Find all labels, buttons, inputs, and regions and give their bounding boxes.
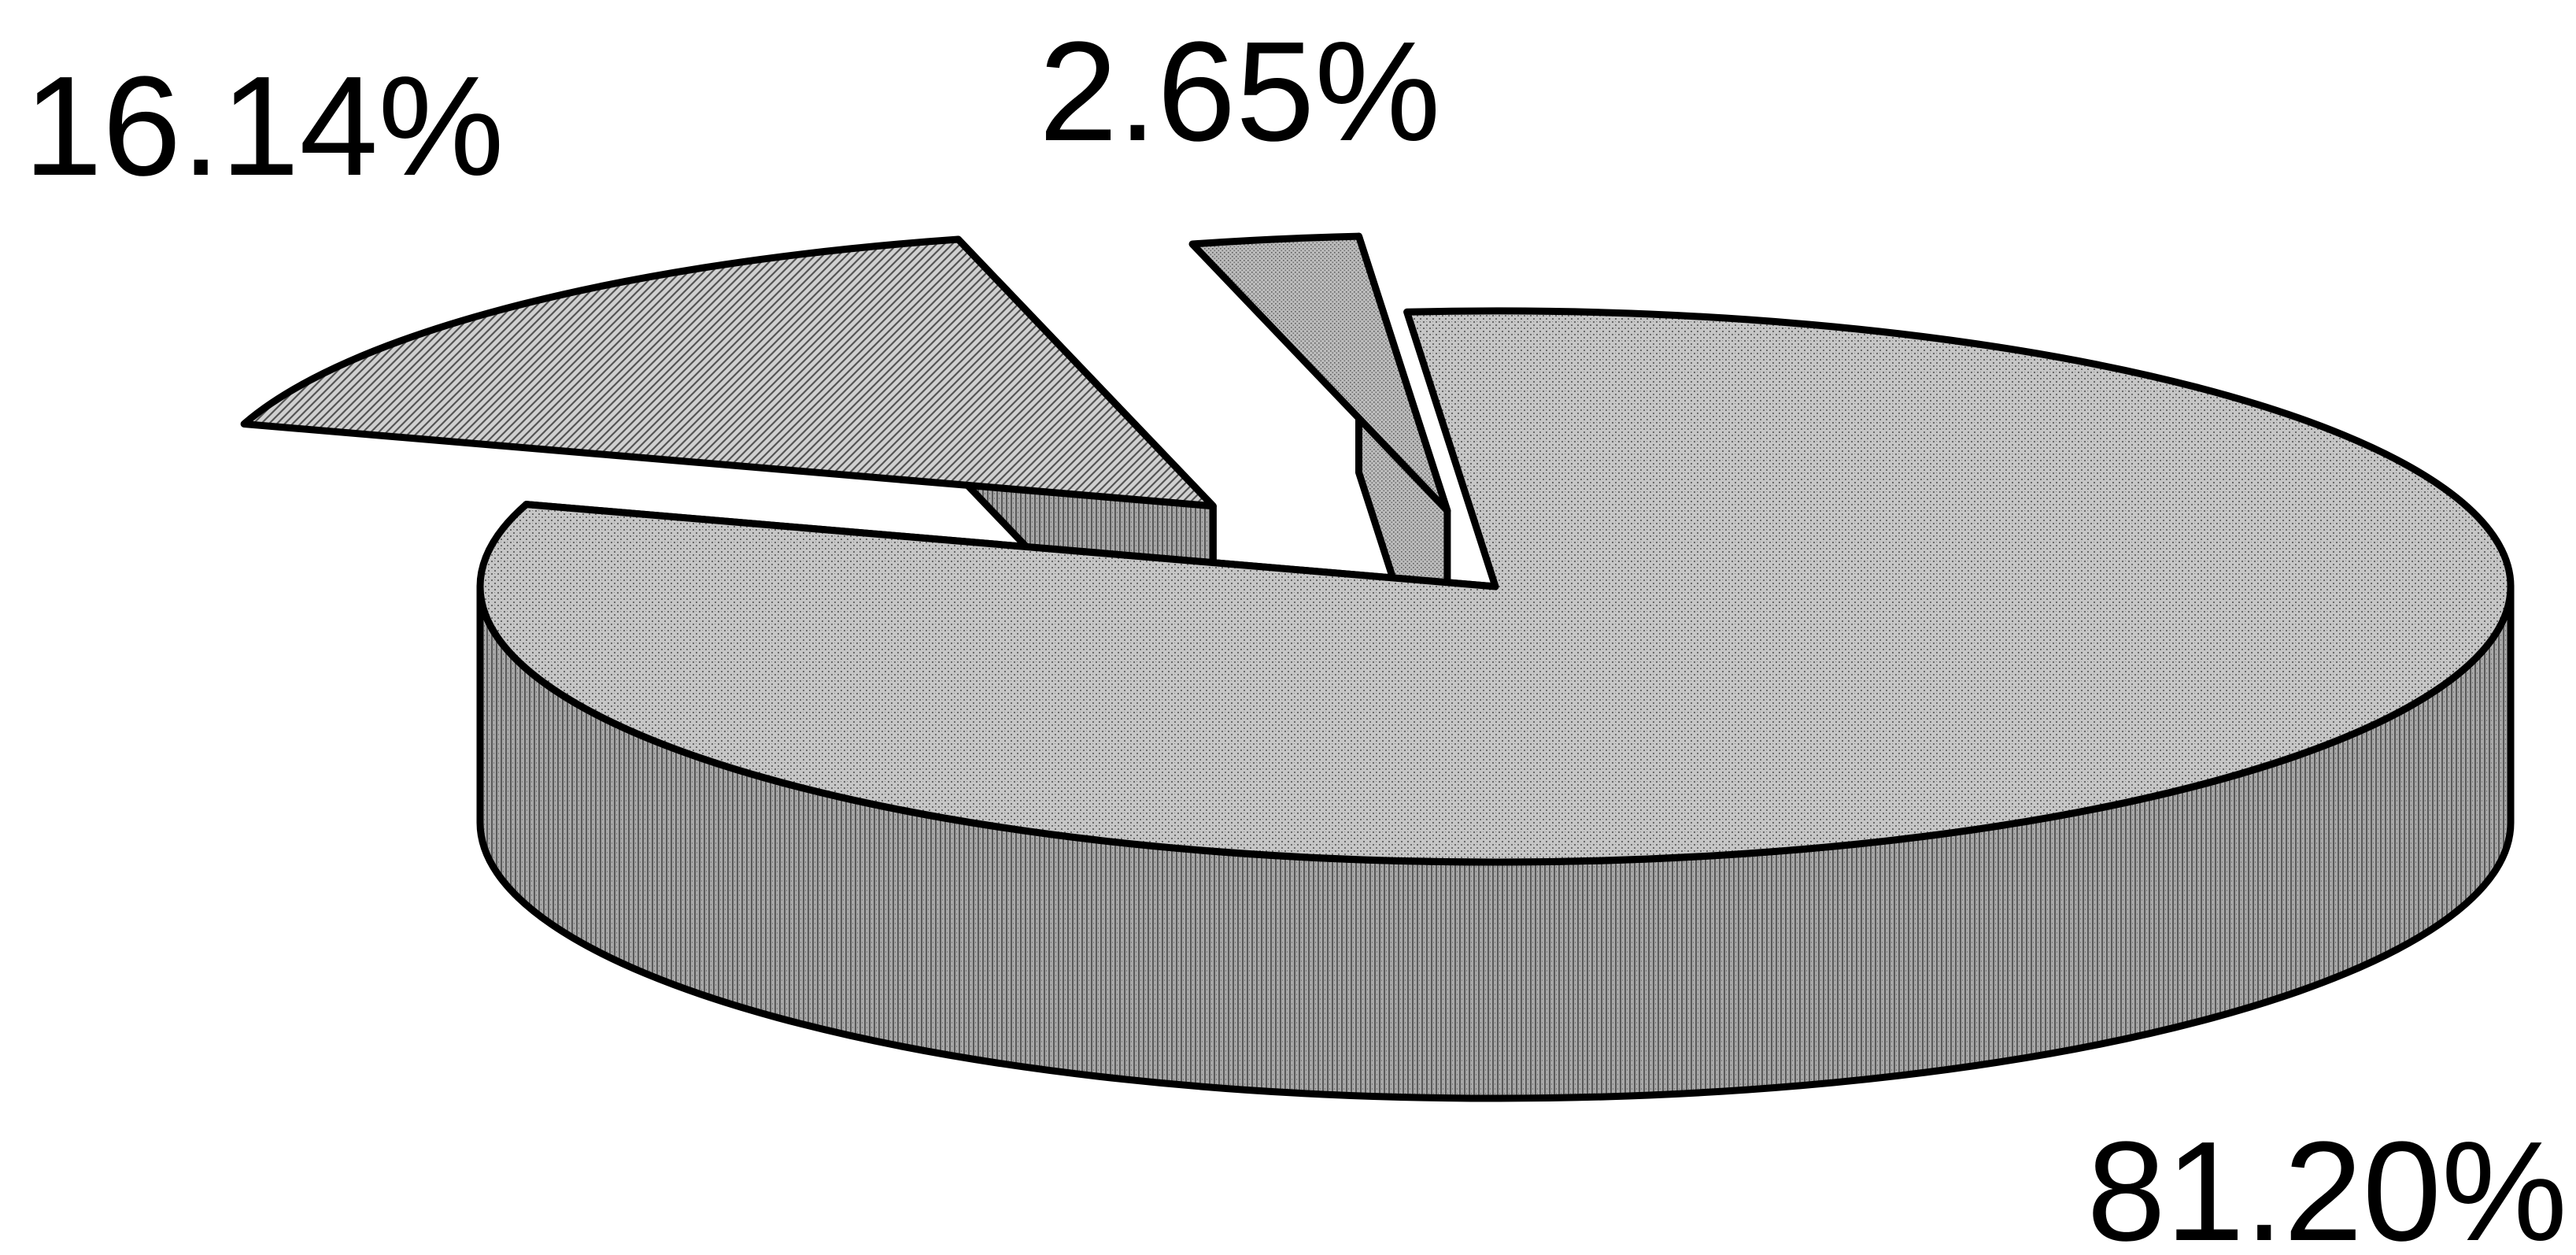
- pie-slice-3-top: [1188, 232, 1451, 515]
- slice-label-3: 2.65%: [1039, 13, 1440, 171]
- pie-slice-1-top: [476, 307, 2515, 866]
- slice-label-2: 16.14%: [24, 47, 504, 205]
- labels-layer: 81.20% 16.14% 2.65%: [24, 13, 2567, 1255]
- pie-slice-2-top: [240, 235, 1217, 510]
- slices-layer: [240, 232, 2515, 1102]
- slice-label-1: 81.20%: [2087, 1112, 2568, 1255]
- pie-slice-1: [476, 307, 2515, 1102]
